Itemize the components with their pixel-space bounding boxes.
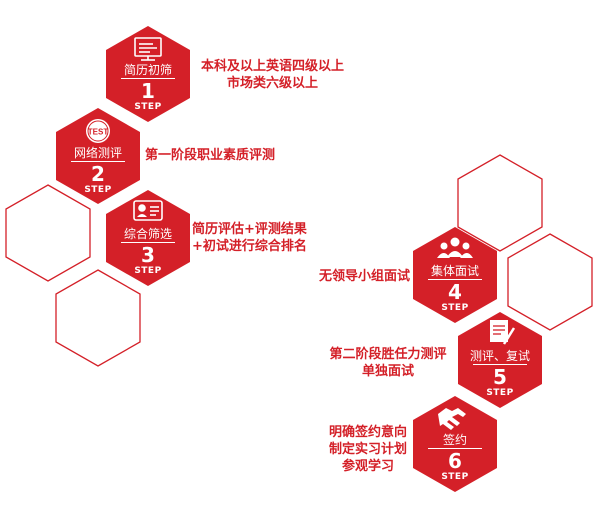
step-6-name: 签约 — [442, 433, 467, 447]
step-5-hexagon — [458, 312, 542, 408]
step-5-label: 测评、复试 5 STEP — [455, 349, 545, 398]
step-3-step-text: STEP — [134, 266, 162, 276]
step-1-label: 简历初筛 1 STEP — [103, 63, 193, 112]
step-6-description: 明确签约意向 制定实习计划 参观学习 — [318, 424, 418, 475]
step-2-description: 第一阶段职业素质评测 — [145, 147, 275, 164]
step-3-description-line: 简历评估+评测结果 — [192, 222, 307, 237]
step-1-description-line: 市场类六级以上 — [226, 76, 318, 91]
step-4-number: 4 — [428, 279, 482, 303]
step-3-description-line: +初试进行综合排名 — [192, 239, 307, 254]
decorative-hexagon-outline — [507, 233, 593, 331]
computer-screen-icon — [134, 37, 162, 61]
step-3-description: 简历评估+评测结果 +初试进行综合排名 — [192, 221, 307, 255]
step-4-name: 集体面试 — [430, 264, 479, 278]
decorative-hexagon-outline — [457, 154, 543, 252]
step-4-label: 集体面试 4 STEP — [410, 264, 500, 313]
step-1-number: 1 — [121, 78, 175, 102]
step-6-step-text: STEP — [441, 472, 469, 482]
step-4-description: 无领导小组面试 — [280, 268, 410, 285]
step-4-step-text: STEP — [441, 303, 469, 313]
step-6-description-line: 明确签约意向 — [328, 425, 407, 440]
step-5-number: 5 — [473, 364, 527, 388]
step-2-name: 网络测评 — [73, 146, 122, 160]
step-1-step-text: STEP — [134, 102, 162, 112]
step-2-label: 网络测评 2 STEP — [53, 146, 143, 195]
step-2-step-text: STEP — [84, 185, 112, 195]
step-4-hexagon — [413, 227, 497, 323]
step-3-label: 综合筛选 3 STEP — [103, 227, 193, 276]
step-1-name: 简历初筛 — [123, 63, 172, 77]
step-5-step-text: STEP — [486, 388, 514, 398]
step-6-number: 6 — [428, 448, 482, 472]
test-badge-icon: TEST — [86, 119, 110, 143]
id-card-icon — [133, 200, 163, 221]
step-1-description: 本科及以上英语四级以上 市场类六级以上 — [190, 58, 355, 92]
decorative-hexagon-outline — [5, 184, 91, 282]
step-3-number: 3 — [121, 242, 175, 266]
step-6-description-line: 参观学习 — [341, 459, 394, 474]
step-2-description-line: 第一阶段职业素质评测 — [145, 148, 276, 163]
step-5-name: 测评、复试 — [469, 349, 530, 363]
step-3-name: 综合筛选 — [123, 227, 172, 241]
step-6-hexagon — [413, 396, 497, 492]
step-5-description-line: 单独面试 — [361, 364, 414, 379]
svg-text:TEST: TEST — [88, 128, 109, 137]
step-1-hexagon — [106, 26, 190, 122]
document-pen-icon — [490, 320, 516, 345]
step-4-description-line: 无领导小组面试 — [318, 269, 410, 284]
step-2-hexagon — [56, 108, 140, 204]
step-1-description-line: 本科及以上英语四级以上 — [200, 59, 344, 74]
step-5-description: 第二阶段胜任力测评 单独面试 — [318, 346, 458, 380]
step-6-description-line: 制定实习计划 — [328, 442, 407, 457]
step-3-hexagon — [106, 190, 190, 286]
handshake-icon — [438, 408, 466, 430]
step-6-label: 签约 6 STEP — [410, 433, 500, 482]
group-people-icon — [437, 237, 473, 258]
decorative-hexagon-outline — [55, 269, 141, 367]
step-5-description-line: 第二阶段胜任力测评 — [329, 347, 447, 362]
step-2-number: 2 — [71, 161, 125, 185]
